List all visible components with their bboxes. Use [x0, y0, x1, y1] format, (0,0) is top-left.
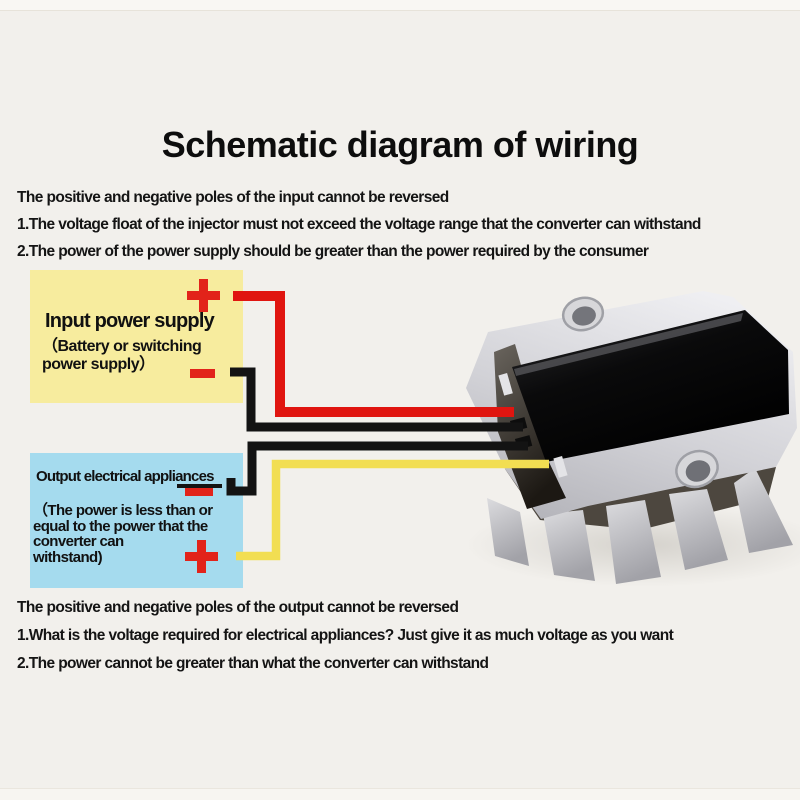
- output-notes: The positive and negative poles of the o…: [17, 594, 674, 678]
- bottom-frame-band: [0, 788, 800, 800]
- appliances-underline: [177, 484, 222, 488]
- input-box-subtitle: （Battery or switching power supply）: [42, 338, 202, 374]
- top-frame-band: [0, 0, 800, 11]
- heatsink-fin: [734, 468, 793, 553]
- plus-icon: [185, 540, 218, 573]
- wire-output-negative: [226, 441, 528, 496]
- clip-notch: [498, 373, 513, 396]
- converter-black-top: [512, 310, 789, 462]
- wire-input-negative: [230, 367, 523, 432]
- black-top-highlight: [514, 313, 743, 376]
- input-box-title: Input power supply: [45, 310, 215, 332]
- terminal-recess: [494, 344, 566, 509]
- output-note-line: 1.What is the voltage required for elect…: [17, 627, 674, 644]
- input-box-subtitle-line: （Battery or switching: [42, 338, 202, 355]
- wire-output-positive: [236, 459, 549, 561]
- plus-icon: [187, 279, 220, 312]
- minus-icon: [185, 488, 213, 496]
- input-box-subtitle-line: power supply）: [42, 356, 155, 373]
- output-note-line: The positive and negative poles of the o…: [17, 599, 459, 616]
- mounting-hole-top: [561, 296, 605, 332]
- input-notes: The positive and negative poles of the i…: [17, 184, 701, 265]
- heatsink-fin: [669, 489, 728, 570]
- output-box-subtitle-line: equal to the power that the: [33, 517, 208, 535]
- input-note-line: 1.The voltage float of the injector must…: [17, 216, 701, 233]
- input-power-supply-box: Input power supply （Battery or switching…: [30, 270, 243, 403]
- output-note-line: 2.The power cannot be greater than what …: [17, 655, 489, 672]
- plus-bar: [199, 279, 208, 312]
- page-title: Schematic diagram of wiring: [161, 124, 639, 165]
- terminal-nub: [509, 417, 528, 432]
- converter-underside: [505, 467, 776, 530]
- heatsink-fin: [487, 498, 529, 566]
- converter-plate: [466, 291, 797, 519]
- minus-icon: [190, 369, 215, 378]
- wire-input-positive: [233, 291, 514, 417]
- output-box-subtitle: （The power is less than or equal to the …: [33, 502, 213, 566]
- output-box-subtitle-line: （The power is less than or: [33, 502, 213, 519]
- terminal-nub: [514, 435, 533, 450]
- output-box-subtitle-line: withstand): [33, 548, 103, 566]
- clip-notch: [553, 456, 568, 478]
- converter-shadow: [465, 503, 800, 587]
- output-appliances-box: Output electrical appliances （The power …: [30, 453, 243, 588]
- output-box-title: Output electrical appliances: [36, 468, 214, 485]
- mounting-hole-right: [675, 449, 719, 489]
- plus-bar: [197, 540, 206, 573]
- output-box-subtitle-line: converter can: [33, 533, 124, 550]
- input-note-line: The positive and negative poles of the i…: [17, 189, 449, 206]
- input-note-line: 2.The power of the power supply should b…: [17, 243, 649, 260]
- heatsink-fin: [606, 500, 661, 584]
- heatsink-fin: [543, 510, 595, 581]
